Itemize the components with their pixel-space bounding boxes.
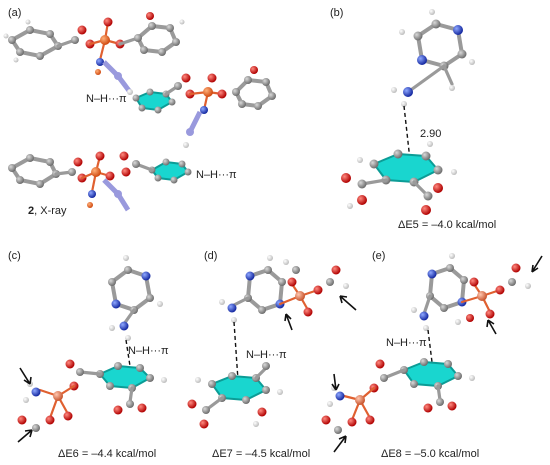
- contact-line-d: [233, 321, 239, 381]
- copper-atom: [100, 35, 110, 45]
- panel-b: (b) 2.90: [330, 7, 496, 231]
- arrow-c-1: [19, 367, 32, 385]
- contact-label-a1: N–H···π: [86, 93, 127, 105]
- benzoate-ring-upper-left: [3, 19, 62, 63]
- copper-atom-d: [295, 291, 305, 301]
- copper-atom-e1: [477, 291, 487, 301]
- panel-a: (a): [3, 7, 276, 217]
- distance-label: 2.90: [420, 128, 441, 140]
- panel-e: (e) N–H···π: [321, 250, 543, 460]
- benzene-ring-highlight-2: [148, 158, 192, 184]
- energy-label-b: ΔE5 = –4.0 kcal/mol: [398, 219, 496, 231]
- benzoate-d: [187, 362, 283, 429]
- panel-a-tag: (a): [8, 7, 21, 19]
- arrow-e-3: [331, 373, 340, 391]
- panel-b-tag: (b): [330, 7, 343, 19]
- compound-number: 2: [28, 205, 34, 217]
- contact-label-c: N–H···π: [128, 345, 169, 357]
- arrow-e-1: [531, 255, 543, 273]
- contact-label-d: N–H···π: [246, 349, 287, 361]
- benzoate-b: [341, 141, 457, 215]
- panel-c-tag: (c): [8, 250, 21, 262]
- pyrazine-cu-e: [411, 253, 531, 331]
- energy-label-e: ΔE8 = –5.0 kcal/mol: [381, 448, 479, 460]
- energy-label-d: ΔE7 = –4.5 kcal/mol: [212, 448, 310, 460]
- contact-line-c: [125, 339, 131, 367]
- complex-c: [17, 359, 167, 432]
- panel-e-tag: (e): [372, 250, 385, 262]
- compound-caption: 2, X-ray: [28, 205, 67, 217]
- arrow-c-2: [17, 429, 33, 443]
- pyrazine-amine-c: [108, 255, 163, 341]
- pyrazine-amine-b: [391, 9, 475, 107]
- pyrazine-cu-d: [219, 255, 349, 323]
- contact-line-b: [403, 105, 411, 161]
- crystal-packing-molecules: [3, 12, 276, 212]
- copper-atom-c: [53, 391, 63, 401]
- panel-d-tag: (d): [204, 250, 217, 262]
- arrow-e-2: [486, 319, 497, 335]
- panel-c: (c) N–H···π: [8, 250, 169, 460]
- contact-line-e: [427, 329, 433, 363]
- panel-d: (d) N–H···π: [187, 250, 357, 460]
- energy-label-c: ΔE6 = –4.4 kcal/mol: [58, 448, 156, 460]
- contact-label-e: N–H···π: [386, 337, 427, 349]
- arrow-e-4: [333, 435, 347, 453]
- copper-atom-e2: [355, 395, 365, 405]
- complex-e: [321, 358, 475, 434]
- arrow-d-2: [284, 313, 293, 331]
- method-text: , X-ray: [34, 205, 67, 217]
- arrow-d-1: [339, 295, 357, 311]
- contact-label-a2: N–H···π: [196, 169, 237, 181]
